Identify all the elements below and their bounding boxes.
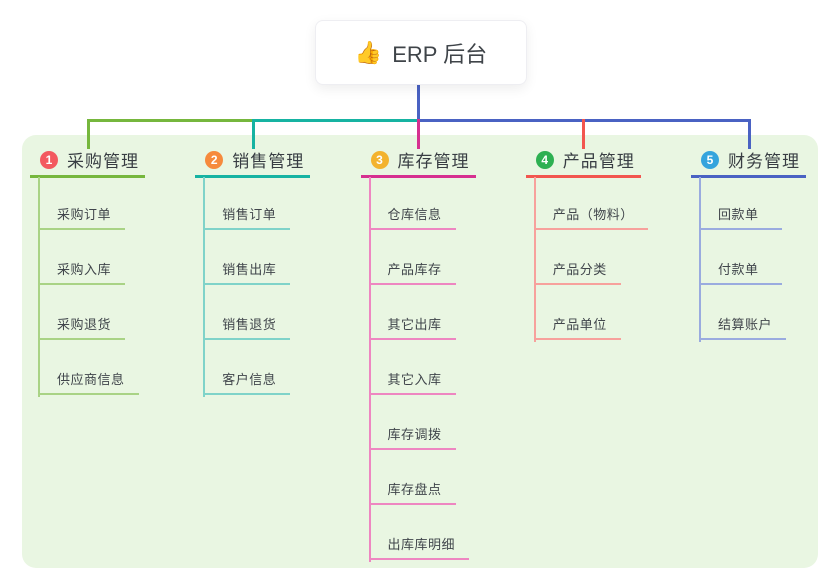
branch-child-node[interactable]: 销售退货 <box>203 312 291 340</box>
branches-panel <box>22 135 818 568</box>
root-node-label: ERP 后台 <box>392 41 488 67</box>
branch-child-node[interactable]: 库存调拨 <box>368 422 456 450</box>
branch-child-node[interactable]: 其它出库 <box>368 312 456 340</box>
branch-child-node[interactable]: 产品（物料） <box>533 202 648 230</box>
branch-children-rail <box>203 177 206 397</box>
branch-drop-line <box>251 119 255 149</box>
root-stem-line <box>417 83 420 122</box>
branch-column-2: 2 销售管理 销售订单销售出库销售退货客户信息 <box>195 148 355 397</box>
branch-child-node[interactable]: 其它入库 <box>368 367 456 395</box>
branch-child-node[interactable]: 回款单 <box>699 202 782 230</box>
branch-node-label: 销售管理 <box>232 152 305 171</box>
thumbs-up-icon: 👍 <box>354 39 383 65</box>
branch-drop-line <box>417 119 420 149</box>
branch-number-badge: 2 <box>205 150 224 169</box>
bus-segment-line <box>86 119 255 122</box>
branch-children-rail <box>38 177 40 397</box>
branch-number-badge: 3 <box>370 150 389 169</box>
branch-number-badge: 5 <box>701 150 719 169</box>
branch-column-1: 1 采购管理 采购订单采购入库采购退货供应商信息 <box>30 148 190 397</box>
branch-node[interactable]: 3 库存管理 <box>360 148 476 178</box>
branch-drop-line <box>86 119 90 149</box>
branch-child-node[interactable]: 仓库信息 <box>368 202 456 230</box>
branch-children-rail <box>699 177 701 342</box>
branch-column-4: 4 产品管理 产品（物料） 产品分类产品单位 <box>525 148 686 342</box>
branch-child-node[interactable]: 产品单位 <box>533 312 621 340</box>
branch-column-5: 5 财务管理 回款单付款单结算账户 <box>691 148 839 342</box>
branch-children-rail <box>533 177 536 342</box>
branch-node[interactable]: 2 销售管理 <box>195 148 311 178</box>
branch-child-node[interactable]: 库存盘点 <box>368 477 456 505</box>
branch-children-rail <box>368 177 371 562</box>
branch-node[interactable]: 4 产品管理 <box>525 148 641 178</box>
branch-node[interactable]: 1 采购管理 <box>30 148 145 178</box>
branch-drop-line <box>747 119 751 149</box>
branch-child-node[interactable]: 采购退货 <box>38 312 126 340</box>
bus-segment-line <box>251 119 420 122</box>
branch-child-node[interactable]: 供应商信息 <box>38 367 139 395</box>
branch-child-node[interactable]: 产品库存 <box>368 257 456 285</box>
branch-child-node[interactable]: 结算账户 <box>699 312 787 340</box>
branch-number-badge: 1 <box>40 150 58 169</box>
branch-child-node[interactable]: 采购订单 <box>38 202 126 230</box>
branch-child-node[interactable]: 客户信息 <box>203 367 291 395</box>
branch-number-badge: 4 <box>535 150 554 169</box>
branch-node[interactable]: 5 财务管理 <box>691 148 806 178</box>
branch-child-node[interactable]: 销售订单 <box>203 202 291 230</box>
branch-node-label: 库存管理 <box>397 152 470 171</box>
branch-child-node[interactable]: 销售出库 <box>203 257 291 285</box>
branch-child-node[interactable]: 产品分类 <box>533 257 621 285</box>
branch-node-label: 产品管理 <box>562 152 635 171</box>
branch-child-node[interactable]: 出库库明细 <box>368 532 470 560</box>
branch-node-label: 财务管理 <box>728 152 800 171</box>
branch-node-label: 采购管理 <box>67 152 139 171</box>
root-node[interactable]: 👍 ERP 后台 <box>315 20 527 85</box>
branch-column-3: 3 库存管理 仓库信息产品库存其它出库其它入库库存调拨库存盘点出库库明细 <box>360 148 521 562</box>
branch-drop-line <box>582 119 586 149</box>
branch-child-node[interactable]: 付款单 <box>699 257 782 285</box>
branch-child-node[interactable]: 采购入库 <box>38 257 126 285</box>
